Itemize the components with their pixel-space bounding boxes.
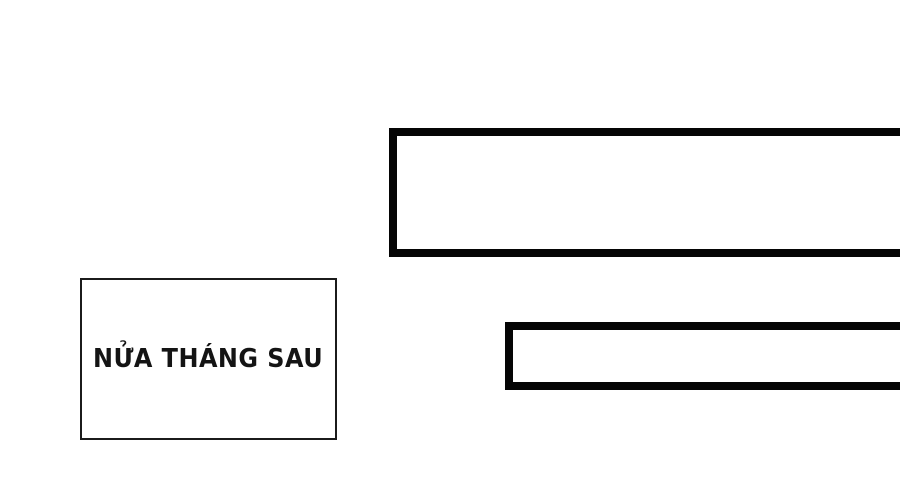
- lower-right-panel-interior: [513, 330, 900, 382]
- upper-right-panel: [389, 128, 900, 257]
- lower-right-panel: [505, 322, 900, 390]
- upper-right-panel-interior: [397, 136, 900, 249]
- caption-text: NỬA THÁNG SAU: [93, 343, 324, 374]
- caption-box: NỬA THÁNG SAU: [80, 278, 337, 440]
